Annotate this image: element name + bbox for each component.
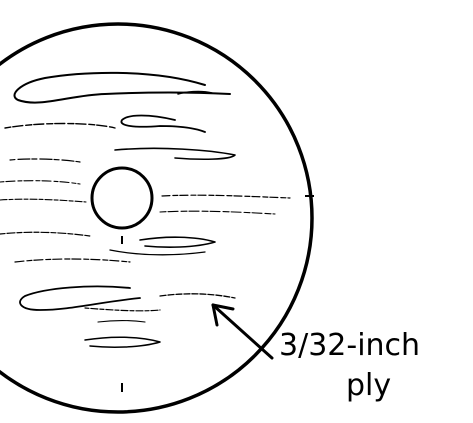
grain-loop: [121, 116, 205, 133]
grain-swirl-top: [14, 73, 230, 103]
thickness-label-line1: 3/32-inch: [279, 328, 420, 363]
grain-stroke: [98, 321, 145, 323]
grain-stroke: [15, 259, 130, 262]
wood-grain: [0, 73, 290, 347]
grain-stroke: [5, 124, 115, 129]
grain-stroke: [0, 232, 90, 236]
grain-stroke: [115, 148, 235, 159]
grain-stroke: [0, 199, 86, 202]
grain-loop: [20, 286, 140, 310]
callout-arrow: [213, 305, 272, 358]
grain-stroke: [160, 211, 275, 214]
grain-stroke: [110, 250, 205, 255]
thickness-label-line2: ply: [346, 368, 391, 403]
grain-stroke: [10, 159, 80, 162]
grain-stroke: [162, 195, 290, 198]
grain-stroke: [85, 337, 160, 347]
grain-stroke: [0, 181, 80, 184]
grain-stroke: [85, 308, 160, 311]
grain-stroke: [140, 237, 215, 247]
center-hole: [92, 168, 152, 228]
grain-stroke: [160, 294, 235, 298]
